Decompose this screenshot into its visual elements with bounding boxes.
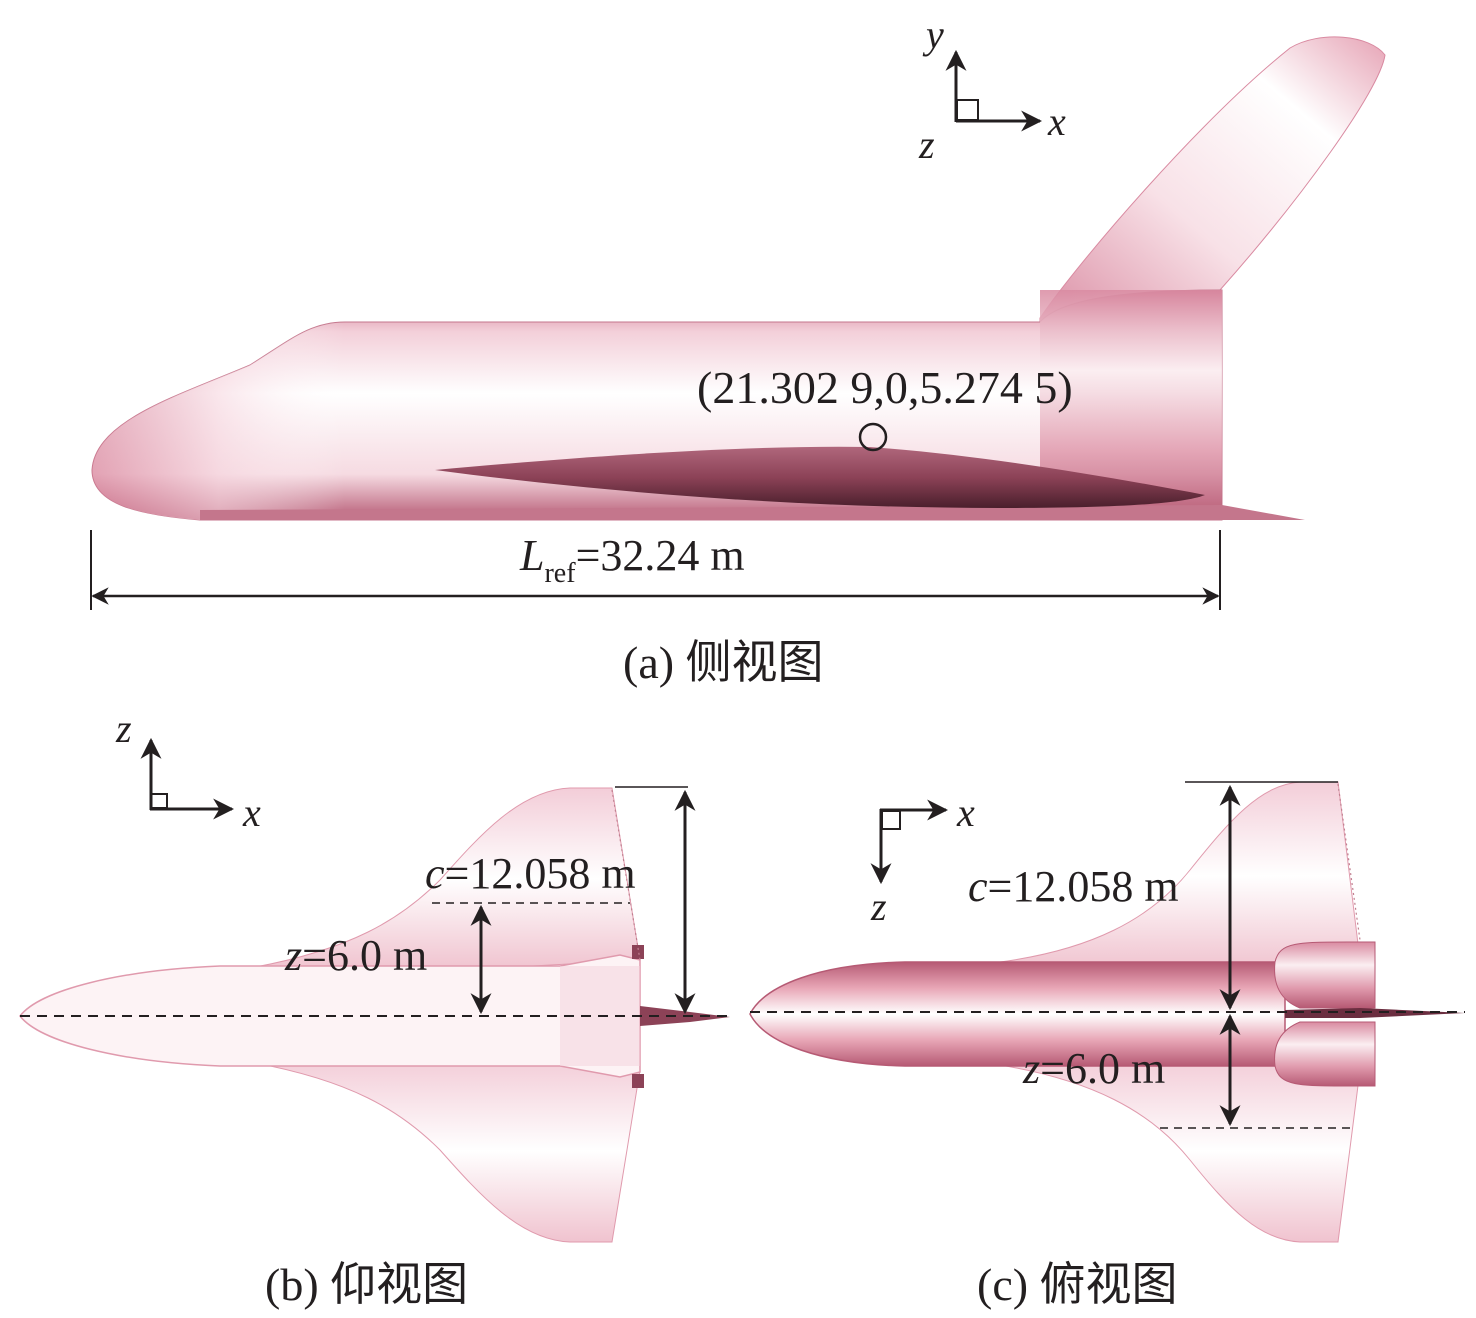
axis-triad-bottom: z x xyxy=(115,706,261,835)
wing-lower-bottomview xyxy=(249,1059,641,1243)
caption-top-view: (c) 俯视图 xyxy=(977,1259,1178,1310)
caption-bottom-view: (b) 仰视图 xyxy=(265,1259,468,1310)
trailing-edge-dotted-topview xyxy=(1337,783,1361,941)
axis-z-label-bottom: z xyxy=(115,706,132,751)
length-subscript: ref xyxy=(544,558,576,589)
reference-point-label: (21.302 9,0,5.274 5) xyxy=(697,362,1073,413)
trailing-edge-dotted xyxy=(611,789,641,961)
side-view: (21.302 9,0,5.274 5) Lref=32.24 m y x z … xyxy=(90,12,1386,688)
axis-x-label: x xyxy=(1047,99,1066,144)
chord-label-bottomview: c=12.058 m xyxy=(425,849,636,898)
engine-pod-lower xyxy=(1274,1021,1376,1087)
axis-triad-top: x z xyxy=(870,790,975,929)
wing-upper-bottomview xyxy=(249,787,641,971)
axis-x-label-top: x xyxy=(956,790,975,835)
nose-shade xyxy=(92,322,345,520)
axis-y-label: y xyxy=(922,12,944,57)
length-value: =32.24 m xyxy=(576,531,745,580)
wing-upper-topview xyxy=(999,781,1361,971)
length-symbol: L xyxy=(519,531,544,580)
axis-z-label-top: z xyxy=(870,884,887,929)
span-label-topview: z=6.0 m xyxy=(1022,1044,1165,1093)
body-flap xyxy=(200,505,1305,520)
caption-side-view: (a) 侧视图 xyxy=(623,637,824,688)
tail-fin xyxy=(1039,36,1386,331)
top-view: c=12.058 m z=6.0 m x z (c) 俯视图 xyxy=(749,781,1465,1310)
reference-point-marker xyxy=(858,422,888,452)
axis-x-label-bottom: x xyxy=(242,790,261,835)
axis-triad-side: y x z xyxy=(918,12,1066,167)
wing-lower-topview xyxy=(999,1059,1361,1243)
wing-side xyxy=(435,446,1205,508)
tail-fin-topview xyxy=(1285,1008,1465,1018)
fuselage-topview xyxy=(749,961,1286,1067)
axis-z-label: z xyxy=(918,122,935,167)
length-label: Lref=32.24 m xyxy=(519,531,745,589)
chord-label-topview: c=12.058 m xyxy=(968,862,1179,911)
engine-pod-upper xyxy=(1274,941,1376,1009)
bottom-view: c=12.058 m z=6.0 m z x (b) 仰视图 xyxy=(19,706,730,1310)
span-label-bottomview: z=6.0 m xyxy=(284,931,427,980)
